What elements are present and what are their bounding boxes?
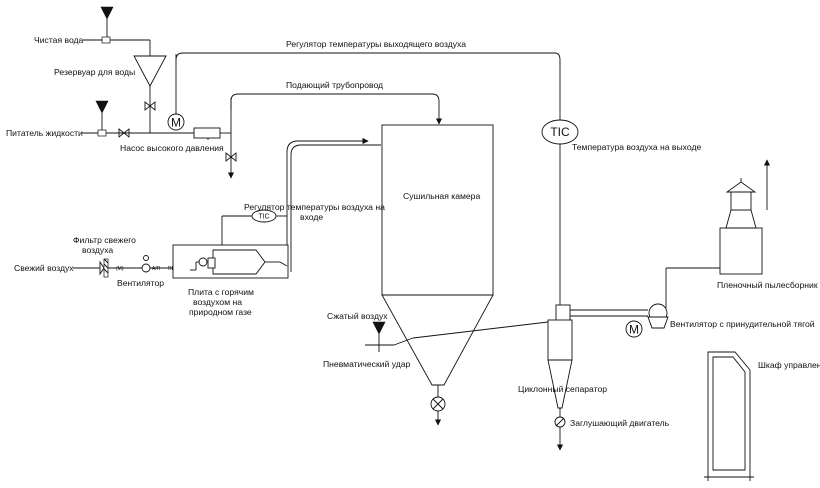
funnel-icon xyxy=(100,6,114,20)
label-gas-stove-2: воздухом на xyxy=(193,297,242,307)
svg-text:TIC: TIC xyxy=(258,214,269,221)
label-outlet-air-temp: Температура воздуха на выходе xyxy=(572,142,701,152)
outlet-tic: TIC xyxy=(541,119,579,145)
cyclone-separator xyxy=(412,304,648,451)
svg-text:RE: RE xyxy=(168,266,176,272)
clean-water-source xyxy=(83,6,151,56)
inlet-tic: TIC xyxy=(221,209,287,245)
motor-icon: M xyxy=(629,323,639,337)
control-cabinet xyxy=(704,351,754,481)
valve-icon xyxy=(144,101,156,111)
hp-pump: M xyxy=(167,54,237,179)
labels: Чистая вода Резервуар для воды Питатель … xyxy=(6,35,820,428)
label-airlock-motor: Заглушающий двигатель xyxy=(570,418,670,428)
label-film-dust-collector: Пленочный пылесборник xyxy=(717,280,818,290)
svg-text:(M): (M) xyxy=(116,266,124,272)
label-fan: Вентилятор xyxy=(117,278,164,288)
outlet-temp-loop xyxy=(175,52,561,314)
label-inlet-temp-regulator-2: входе xyxy=(300,212,323,222)
label-supply-pipe: Подающий трубопровод xyxy=(286,80,383,90)
label-pneumatic-hammer: Пневматический удар xyxy=(323,359,411,369)
hot-air-inlet-duct xyxy=(286,137,381,272)
supply-pipe xyxy=(230,93,443,125)
funnel-icon xyxy=(372,321,386,335)
label-fresh-air-filter-2: воздуха xyxy=(82,245,113,255)
label-cyclone: Циклонный сепаратор xyxy=(518,384,607,394)
label-clean-water: Чистая вода xyxy=(34,35,84,45)
label-compressed-air: Сжатый воздух xyxy=(327,311,388,321)
valve-icon xyxy=(225,152,237,162)
fresh-air-line: (M) A/R RE xyxy=(73,255,189,278)
liquid-feeder-source xyxy=(82,100,196,138)
film-dust-collector xyxy=(719,159,771,275)
funnel-icon xyxy=(95,100,109,114)
label-outlet-temp-regulator: Регулятор температуры выходящего воздуха xyxy=(286,39,466,49)
valve-icon xyxy=(118,128,130,138)
label-gas-stove-3: природном газе xyxy=(189,307,252,317)
label-hp-pump: Насос высокого давления xyxy=(120,143,224,153)
label-drying-chamber: Сушильная камера xyxy=(403,191,480,201)
label-gas-stove: Плита с горячим xyxy=(188,287,254,297)
label-induced-draft-fan: Вентилятор с принудительной тягой xyxy=(670,319,815,329)
gas-heater xyxy=(172,244,289,279)
induced-draft-fan: M xyxy=(625,267,720,338)
drying-chamber xyxy=(381,124,494,426)
label-fresh-air: Свежий воздух xyxy=(14,263,74,273)
label-water-tank: Резервуар для воды xyxy=(54,67,135,77)
label-liquid-feeder: Питатель жидкости xyxy=(6,128,83,138)
svg-text:A/R: A/R xyxy=(152,266,161,272)
label-fresh-air-filter: Фильтр свежего xyxy=(73,235,136,245)
label-control-cabinet: Шкаф управления xyxy=(758,360,820,370)
motor-icon: M xyxy=(171,116,181,130)
svg-text:TIC: TIC xyxy=(550,125,570,139)
water-tank xyxy=(133,55,167,133)
label-inlet-temp-regulator: Регулятор температуры воздуха на xyxy=(244,202,385,212)
pneumatic-hammer xyxy=(365,321,414,352)
tic-icon xyxy=(541,119,579,145)
valve-icon xyxy=(432,398,444,410)
